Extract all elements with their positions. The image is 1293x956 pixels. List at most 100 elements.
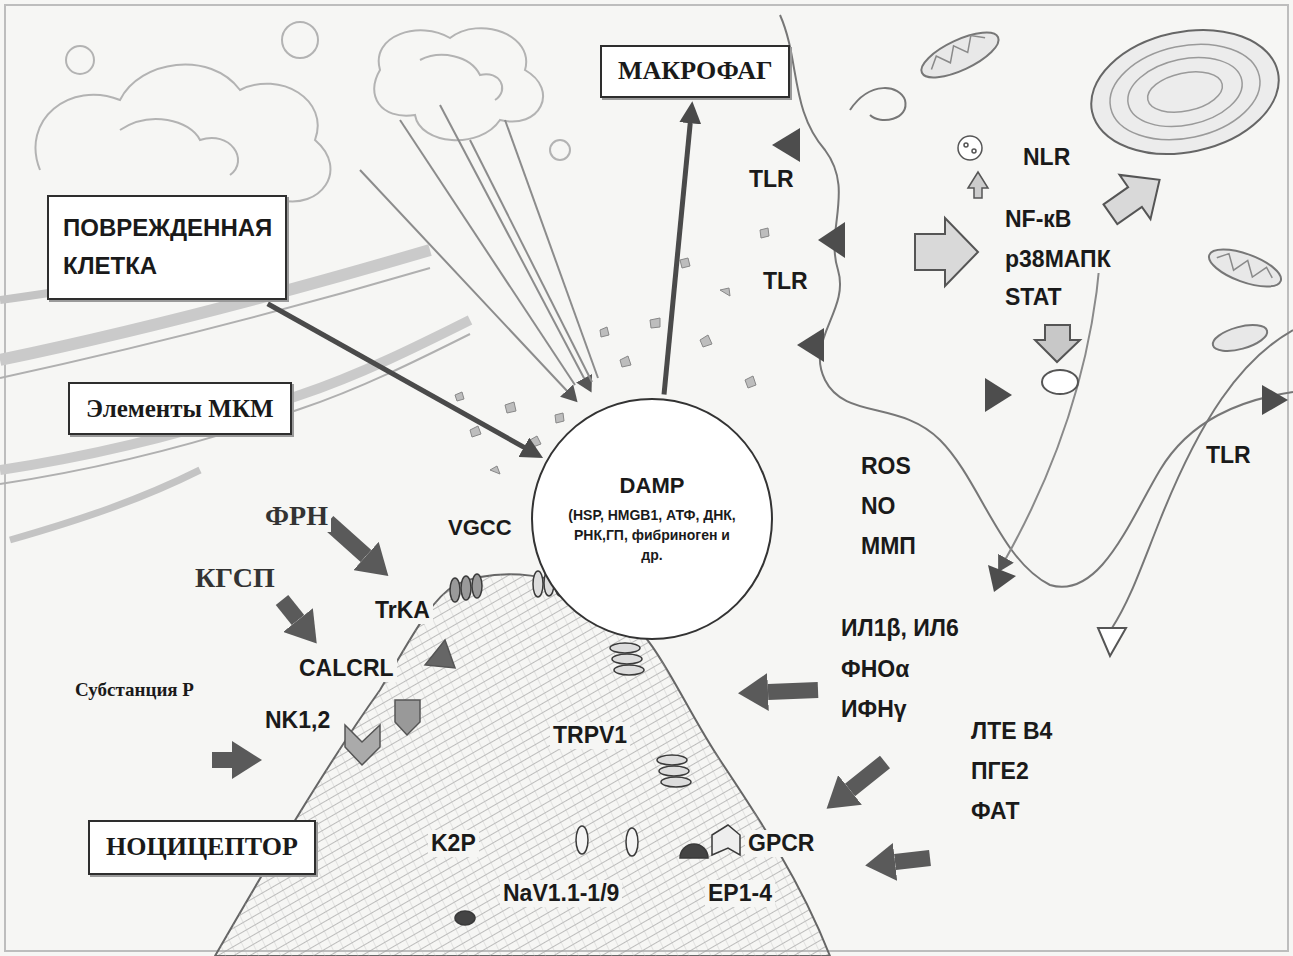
inflammasome [958, 136, 988, 198]
ion-channel [472, 574, 482, 598]
signal-arrow [1042, 370, 1078, 394]
tlr-receptor [818, 222, 845, 258]
nucleus [1144, 66, 1226, 119]
diagram-label: ROS [858, 453, 914, 480]
release-arrow [360, 105, 598, 392]
diagram-label: CALCRL [296, 655, 397, 682]
ecm-fiber [0, 334, 470, 484]
signal-arrow [915, 218, 978, 286]
connector-arrow [664, 121, 690, 394]
ion-channel [657, 755, 687, 765]
damaged-cell-sketch [35, 65, 330, 202]
damp-fragment [745, 376, 756, 388]
damp-fragment [470, 426, 481, 437]
macrophage-membrane [1112, 330, 1293, 628]
damp-circle: DAMP (HSP, HMGB1, АТФ, ДНК, РНК,ГП, фибри… [530, 397, 774, 641]
nucleus [1080, 14, 1291, 171]
node-body: (HSP, HMGB1, АТФ, ДНК, РНК,ГП, фибриноге… [567, 505, 738, 566]
label-box: Элементы МКМ [68, 382, 292, 435]
signal-arrow [1035, 325, 1080, 362]
tlr-receptor [1262, 385, 1288, 415]
tlr-receptor [985, 378, 1012, 412]
damp-fragment [530, 436, 541, 447]
mediator-arrow [212, 752, 232, 768]
damp-fragment [720, 288, 730, 296]
damp-fragment [600, 327, 609, 337]
damp-fragment [455, 392, 464, 401]
diagram-label: p38МАПК [1002, 246, 1114, 273]
ion-channel [533, 571, 543, 597]
connector-arrow [268, 304, 526, 448]
diagram-label: TRPV1 [550, 722, 630, 749]
diagram-label: ММП [858, 533, 919, 560]
ion-channel [461, 576, 471, 600]
damp-fragment [555, 413, 564, 423]
damp-fragment [700, 335, 712, 347]
inflammasome [958, 136, 982, 160]
diagram-label: ФАТ [968, 798, 1023, 825]
damp-fragment [760, 228, 769, 238]
diagram-label: ПГЕ2 [968, 758, 1032, 785]
nucleus [1101, 31, 1269, 153]
mitochondrion [916, 24, 1005, 87]
diagram-label: STAT [1002, 284, 1065, 311]
diagram-label: TLR [760, 268, 811, 295]
diagram-label: GPCR [745, 830, 817, 857]
damp-fragment [650, 318, 660, 328]
release-arrow [440, 105, 585, 380]
inflammasome [968, 172, 988, 198]
release-arrow [400, 120, 575, 385]
diagram-label: Субстанция Р [72, 679, 197, 701]
diagram-label: NaV1.1-1/9 [500, 880, 622, 907]
tlr-receptor [797, 328, 824, 362]
diagram-label: NO [858, 493, 899, 520]
ion-channel [712, 825, 740, 855]
nociceptor-sketch [215, 574, 830, 956]
mediator-arrow [328, 522, 366, 556]
diagram-label: NK1,2 [262, 707, 333, 734]
label-box: МАКРОФАГ [600, 45, 790, 98]
signal-arrow [1098, 628, 1126, 656]
node-title: DAMP [620, 472, 685, 501]
diagram-label: ИЛ1β, ИЛ6 [838, 615, 962, 642]
label-box: ПОВРЕЖДЕННАЯ КЛЕТКА [47, 195, 287, 300]
macrophage-membrane [850, 88, 906, 120]
ion-channel [576, 826, 588, 854]
release-arrow [505, 120, 598, 378]
receptor-symbol [395, 700, 420, 735]
diagram-label: NF-кВ [1002, 206, 1074, 233]
diagram-label: EP1-4 [705, 880, 775, 907]
diagram-label: NLR [1020, 144, 1073, 171]
nociceptor-sketch [215, 574, 830, 956]
ion-channel [626, 828, 638, 856]
ion-channel [680, 844, 708, 858]
mitochondrion [916, 24, 1286, 356]
circle-outline [532, 399, 772, 639]
damaged-cell-sketch [282, 22, 318, 58]
ion-channel [450, 578, 460, 602]
damaged-cell-sketch [120, 119, 238, 175]
release-arrow [470, 140, 592, 382]
nucleus [1121, 48, 1248, 137]
tlr-receptor [988, 565, 1016, 592]
diagram-label: K2P [428, 830, 479, 857]
signal-arrow [915, 158, 1175, 656]
ion-channel [614, 665, 644, 675]
node-title: Элементы МКМ [86, 393, 274, 424]
diagram-label: ФНОα [838, 656, 912, 683]
mediator-arrow [895, 858, 930, 862]
ion-channel [612, 654, 642, 664]
ion-channel [455, 911, 475, 925]
diagram-label: TLR [746, 166, 797, 193]
damaged-cell-sketch [35, 22, 570, 202]
tlr-receptor [772, 128, 1288, 592]
diagram-label: ЛТЕ В4 [968, 718, 1055, 745]
receptor-symbol [345, 725, 380, 765]
mediator-arrow [850, 762, 885, 790]
diagram-label: TLR [1203, 442, 1254, 469]
diagram-label: ИФНγ [838, 696, 910, 723]
damaged-cell-sketch [420, 55, 502, 100]
